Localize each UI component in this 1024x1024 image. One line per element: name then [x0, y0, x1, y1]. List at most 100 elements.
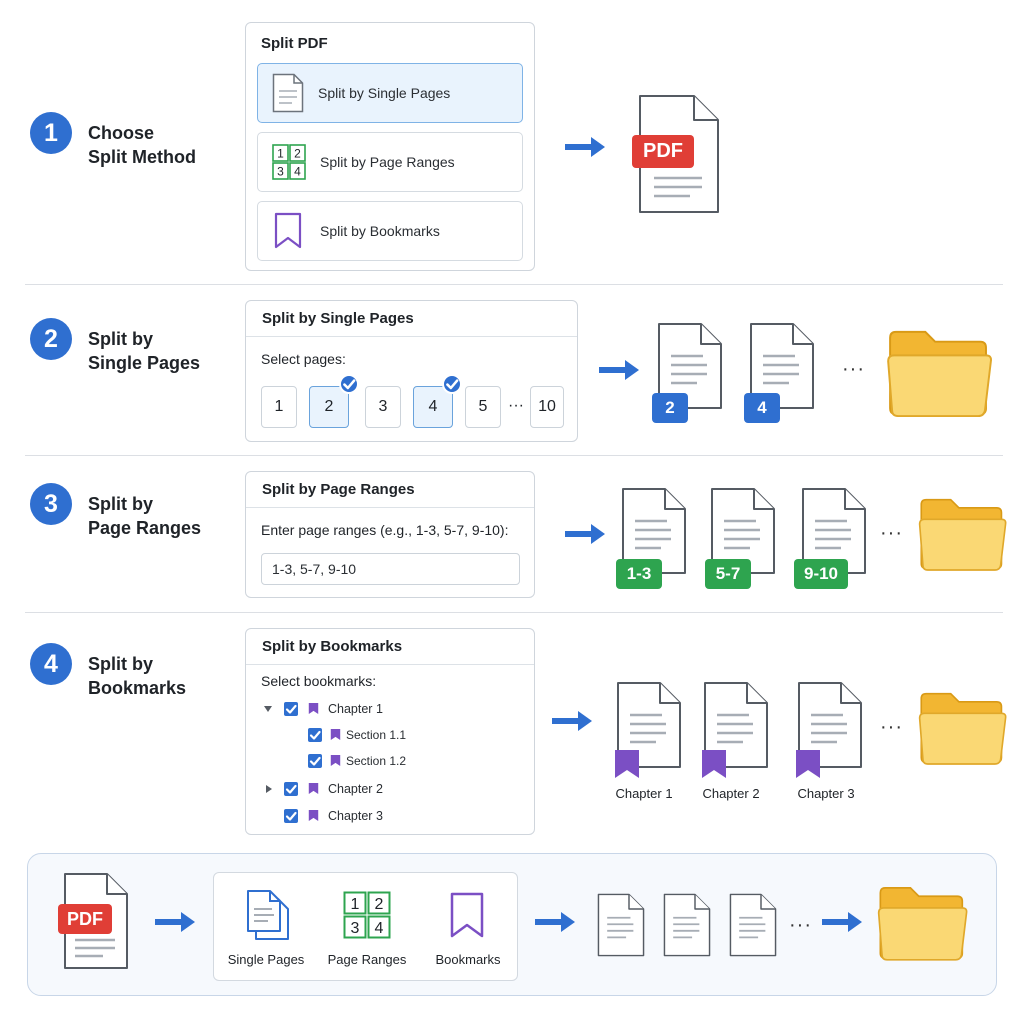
stacked-pages-icon	[247, 890, 289, 940]
bookmark-checkbox[interactable]	[284, 809, 298, 823]
page-label: 5	[478, 398, 488, 415]
arrow-icon	[153, 910, 197, 934]
bookmark-icon	[308, 782, 319, 795]
output-badge-text: 4	[757, 398, 767, 417]
option-split-page-ranges[interactable]: 1 2 3 4 Split by Page Ranges	[257, 132, 523, 192]
grid-digit: 4	[375, 920, 384, 937]
page-button[interactable]: 5	[465, 386, 501, 428]
more-files-ellipsis: ···	[789, 914, 812, 936]
output-caption: Chapter 1	[615, 786, 673, 801]
grid-digit: 2	[294, 147, 301, 161]
step-title-line: Split by	[88, 329, 154, 349]
option-label: Split by Bookmarks	[320, 223, 440, 239]
section-divider	[25, 455, 1003, 456]
check-icon	[442, 374, 462, 394]
bookmark-label: Chapter 2	[328, 782, 383, 796]
bookmark-icon	[308, 702, 319, 715]
pages-ellipsis: ···	[508, 397, 524, 414]
bookmark-checkbox[interactable]	[308, 754, 322, 768]
bookmark-checkbox[interactable]	[308, 728, 322, 742]
output-badge: 9-10	[794, 559, 848, 589]
single-pages-panel: Split by Single Pages Select pages: 1 2 …	[245, 300, 578, 442]
bookmark-icon	[274, 212, 302, 249]
arrow-icon	[563, 135, 607, 159]
page-button[interactable]: 10	[530, 386, 564, 428]
page-label: 4	[428, 398, 438, 415]
split-method-panel: Split PDF Split by Single Pages 1 2 3 4 …	[245, 22, 535, 271]
output-file-icon	[729, 893, 777, 957]
check-icon	[339, 374, 359, 394]
step-number-text: 3	[44, 489, 58, 518]
panel-title: Split by Single Pages	[262, 310, 414, 327]
step-title: Choose Split Method	[88, 121, 196, 169]
panel-header: Split by Page Ranges	[246, 472, 534, 508]
select-pages-label: Select pages:	[261, 351, 346, 367]
folder-icon	[886, 328, 994, 418]
output-badge-text: 9-10	[803, 564, 839, 583]
pdf-badge-text: PDF	[67, 908, 103, 929]
page-ranges-panel: Split by Page Ranges Enter page ranges (…	[245, 471, 535, 598]
section-divider	[25, 612, 1003, 613]
step-number: 2	[30, 318, 72, 360]
step-title: Split by Single Pages	[88, 327, 200, 375]
output-caption: Chapter 3	[797, 786, 855, 801]
arrow-icon	[597, 358, 641, 382]
page-button[interactable]: 3	[365, 386, 401, 428]
output-badge: 2	[652, 393, 688, 423]
option-split-single-pages[interactable]: Split by Single Pages	[257, 63, 523, 123]
step-title-line: Single Pages	[88, 353, 201, 373]
check-mark-icon	[308, 754, 322, 768]
bookmark-icon	[450, 892, 484, 938]
bookmark-icon	[330, 754, 341, 767]
page-button[interactable]: 2	[309, 386, 349, 428]
output-badge-text: 1-3	[626, 564, 652, 583]
ranges-prompt-label: Enter page ranges (e.g., 1-3, 5-7, 9-10)…	[261, 522, 509, 538]
pdf-badge: PDF	[632, 135, 694, 168]
output-file-icon	[663, 893, 711, 957]
caret-down-icon[interactable]	[263, 705, 273, 713]
split-methods-box: Single Pages 1 2 3 4 Page Ranges Bookmar…	[213, 872, 518, 981]
arrow-icon	[533, 910, 577, 934]
step-title-line: Split by	[88, 654, 154, 674]
step-title-line: Bookmarks	[88, 678, 187, 698]
step-title: Split by Bookmarks	[88, 652, 186, 700]
bookmark-checkbox[interactable]	[284, 782, 298, 796]
bookmark-icon	[700, 748, 728, 780]
step-number: 4	[30, 643, 72, 685]
input-value: 1-3, 5-7, 9-10	[272, 561, 357, 577]
method-caption: Bookmarks	[435, 952, 501, 967]
panel-header: Split by Single Pages	[246, 301, 577, 337]
arrow-icon	[820, 910, 864, 934]
arrow-icon	[550, 709, 594, 733]
grid-digit: 1	[351, 896, 360, 913]
output-badge-text: 2	[665, 398, 675, 417]
bookmark-label: Chapter 1	[328, 702, 383, 716]
page-grid-icon: 1 2 3 4	[343, 891, 391, 939]
grid-digit: 3	[351, 920, 360, 937]
step-number-text: 2	[44, 324, 58, 353]
arrow-icon	[563, 522, 607, 546]
bookmark-checkbox[interactable]	[284, 702, 298, 716]
folder-icon	[918, 688, 1008, 768]
more-files-ellipsis: ···	[880, 716, 903, 738]
output-badge-text: 5-7	[715, 564, 741, 583]
option-label: Split by Page Ranges	[320, 154, 455, 170]
grid-digit: 4	[294, 165, 301, 179]
page-button[interactable]: 1	[261, 386, 297, 428]
option-split-bookmarks[interactable]: Split by Bookmarks	[257, 201, 523, 261]
step-number: 3	[30, 483, 72, 525]
check-mark-icon	[284, 782, 298, 796]
panel-title: Split PDF	[261, 35, 328, 52]
page-label: 3	[378, 398, 388, 415]
panel-title: Split by Page Ranges	[262, 481, 415, 498]
grid-digit: 3	[277, 165, 284, 179]
section-divider	[25, 284, 1003, 285]
page-ranges-input[interactable]: 1-3, 5-7, 9-10	[261, 553, 520, 585]
bookmark-icon	[794, 748, 822, 780]
caret-right-icon[interactable]	[265, 784, 273, 794]
step-title-line: Split Method	[88, 147, 196, 167]
bookmark-label: Section 1.2	[346, 754, 407, 768]
page-label: 2	[324, 398, 334, 415]
page-grid-icon: 1 2 3 4	[272, 144, 306, 180]
check-mark-icon	[284, 702, 298, 716]
